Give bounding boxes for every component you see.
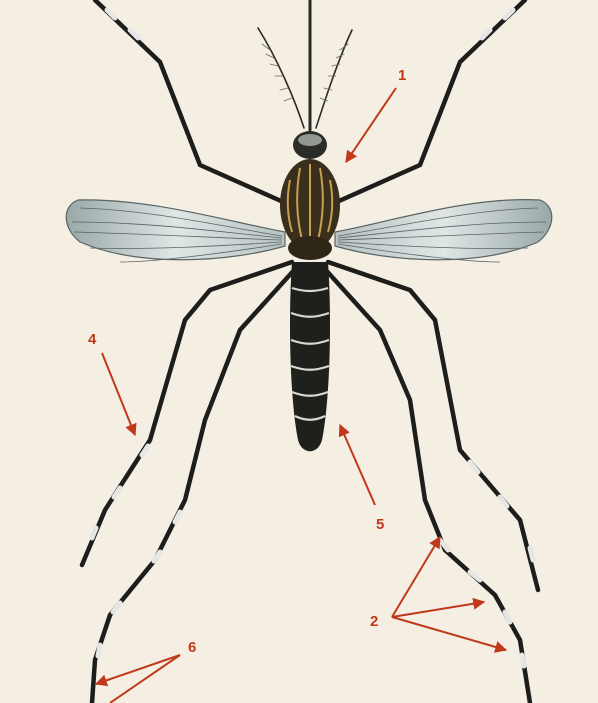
left-wing (66, 200, 285, 262)
hind-right-leg (324, 268, 530, 703)
arrow-6a (96, 655, 180, 684)
arrow-2c (392, 617, 506, 650)
label-6: 6 (188, 639, 196, 656)
middle-right-leg (328, 262, 538, 590)
arrow-2a (392, 537, 440, 617)
label-5: 5 (376, 516, 384, 533)
thorax (280, 159, 340, 260)
right-wing (335, 200, 552, 262)
head-appendages (258, 0, 352, 130)
label-2: 2 (370, 613, 378, 630)
front-right-leg (330, 0, 525, 205)
head (293, 131, 327, 159)
label-4: 4 (88, 331, 97, 348)
label-1: 1 (398, 67, 406, 84)
arrow-5 (340, 425, 375, 505)
annotation-labels: 1 4 5 2 6 (88, 67, 406, 656)
front-left-leg (95, 0, 290, 205)
left-antenna (258, 28, 304, 128)
arrow-6b (110, 655, 180, 703)
arrow-1 (346, 88, 396, 162)
arrow-4 (102, 353, 135, 435)
arrow-2b (392, 602, 484, 617)
abdomen (290, 262, 330, 451)
